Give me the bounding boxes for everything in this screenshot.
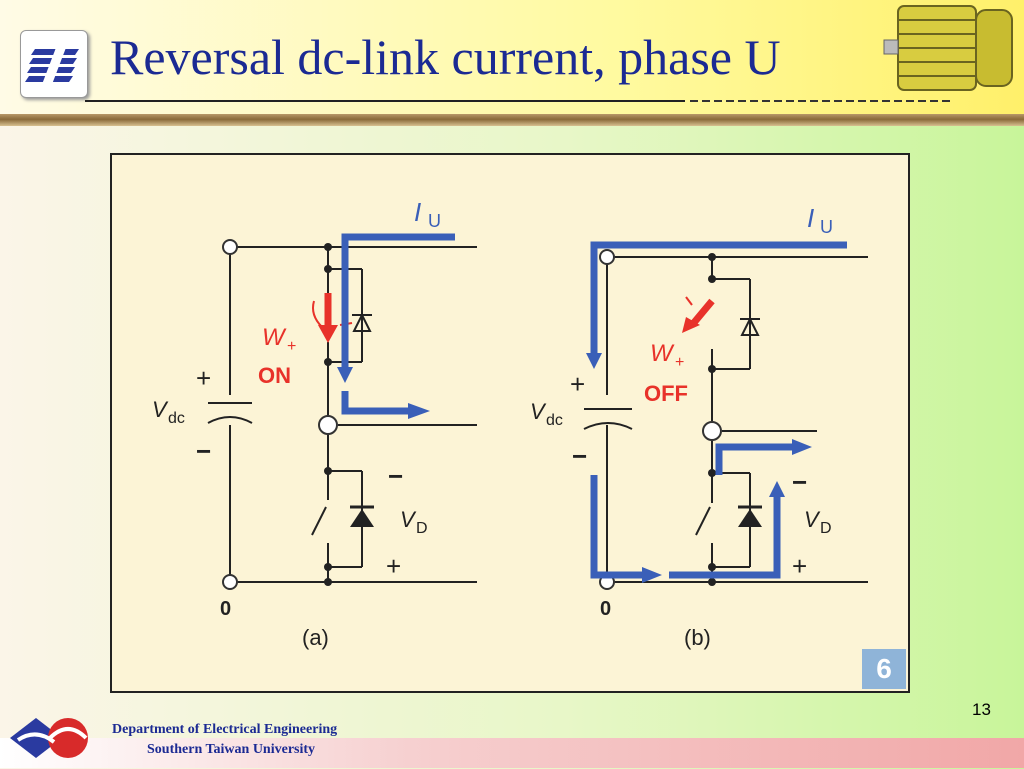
label-iu-sub-a: U [428, 211, 441, 231]
label-plus-vd-a: + [386, 551, 401, 581]
footer-department: Department of Electrical Engineering [112, 722, 338, 737]
label-on: ON [258, 363, 291, 388]
figure-badge: 6 [862, 649, 906, 689]
header-band [0, 114, 1024, 126]
label-iu-b: I [807, 203, 814, 233]
label-minus-vd-a: − [388, 461, 403, 491]
label-vd-sub-b: D [820, 520, 832, 537]
footer-university: Southern Taiwan University [147, 742, 316, 757]
label-iu-sub-b: U [820, 217, 833, 237]
label-plus-vd-b: + [792, 551, 807, 581]
label-wplus-b: W [650, 340, 675, 367]
terminal-zero-a [222, 574, 238, 590]
label-off: OFF [644, 381, 688, 406]
terminal-dc-plus-a [222, 239, 238, 255]
label-vdc-sub-b: dc [546, 412, 563, 429]
page-number: 13 [972, 700, 991, 719]
current-path-a [341, 233, 455, 415]
title-underline [85, 100, 685, 102]
label-minus-vd-b: − [792, 467, 807, 497]
label-iu-a: I [414, 197, 421, 227]
caption-a: (a) [302, 625, 329, 650]
current-path-b [590, 241, 847, 579]
switch-w-plus-off-icon [682, 296, 715, 333]
label-vd-sub-a: D [416, 520, 428, 537]
label-wplus-sub-a: + [287, 338, 296, 355]
circuit-diagram-panel: I U W + ON + − V dc − V D + 0 (a) I U W … [110, 153, 910, 693]
terminal-phase-u-a [318, 415, 338, 435]
caption-b: (b) [684, 625, 711, 650]
footer-logo [6, 712, 96, 764]
label-wplus-a: W [262, 324, 287, 351]
terminal-dc-plus-b [599, 249, 615, 265]
label-minus-cap-b: − [572, 441, 587, 471]
circuit-diagram: I U W + ON + − V dc − V D + 0 (a) I U W … [152, 197, 868, 650]
label-vdc-a: V [152, 397, 169, 422]
university-logo [20, 30, 88, 98]
circuit-a-fill [324, 243, 374, 586]
label-vdc-sub-a: dc [168, 410, 185, 427]
label-vd-b: V [804, 507, 821, 532]
label-vdc-b: V [530, 399, 547, 424]
slide-title: Reversal dc-link current, phase U [110, 29, 781, 85]
label-minus-cap-a: − [196, 436, 211, 466]
title-dashed-rule [690, 100, 950, 102]
label-wplus-sub-b: + [675, 354, 684, 371]
label-vd-a: V [400, 507, 417, 532]
terminal-phase-u-b [702, 421, 722, 441]
label-zero-b: 0 [600, 598, 611, 620]
footer-band [0, 738, 1024, 768]
label-plus-cap-b: + [570, 369, 585, 399]
motor-icon [880, 0, 1020, 105]
label-zero-a: 0 [220, 598, 231, 620]
label-plus-cap-a: + [196, 363, 211, 393]
